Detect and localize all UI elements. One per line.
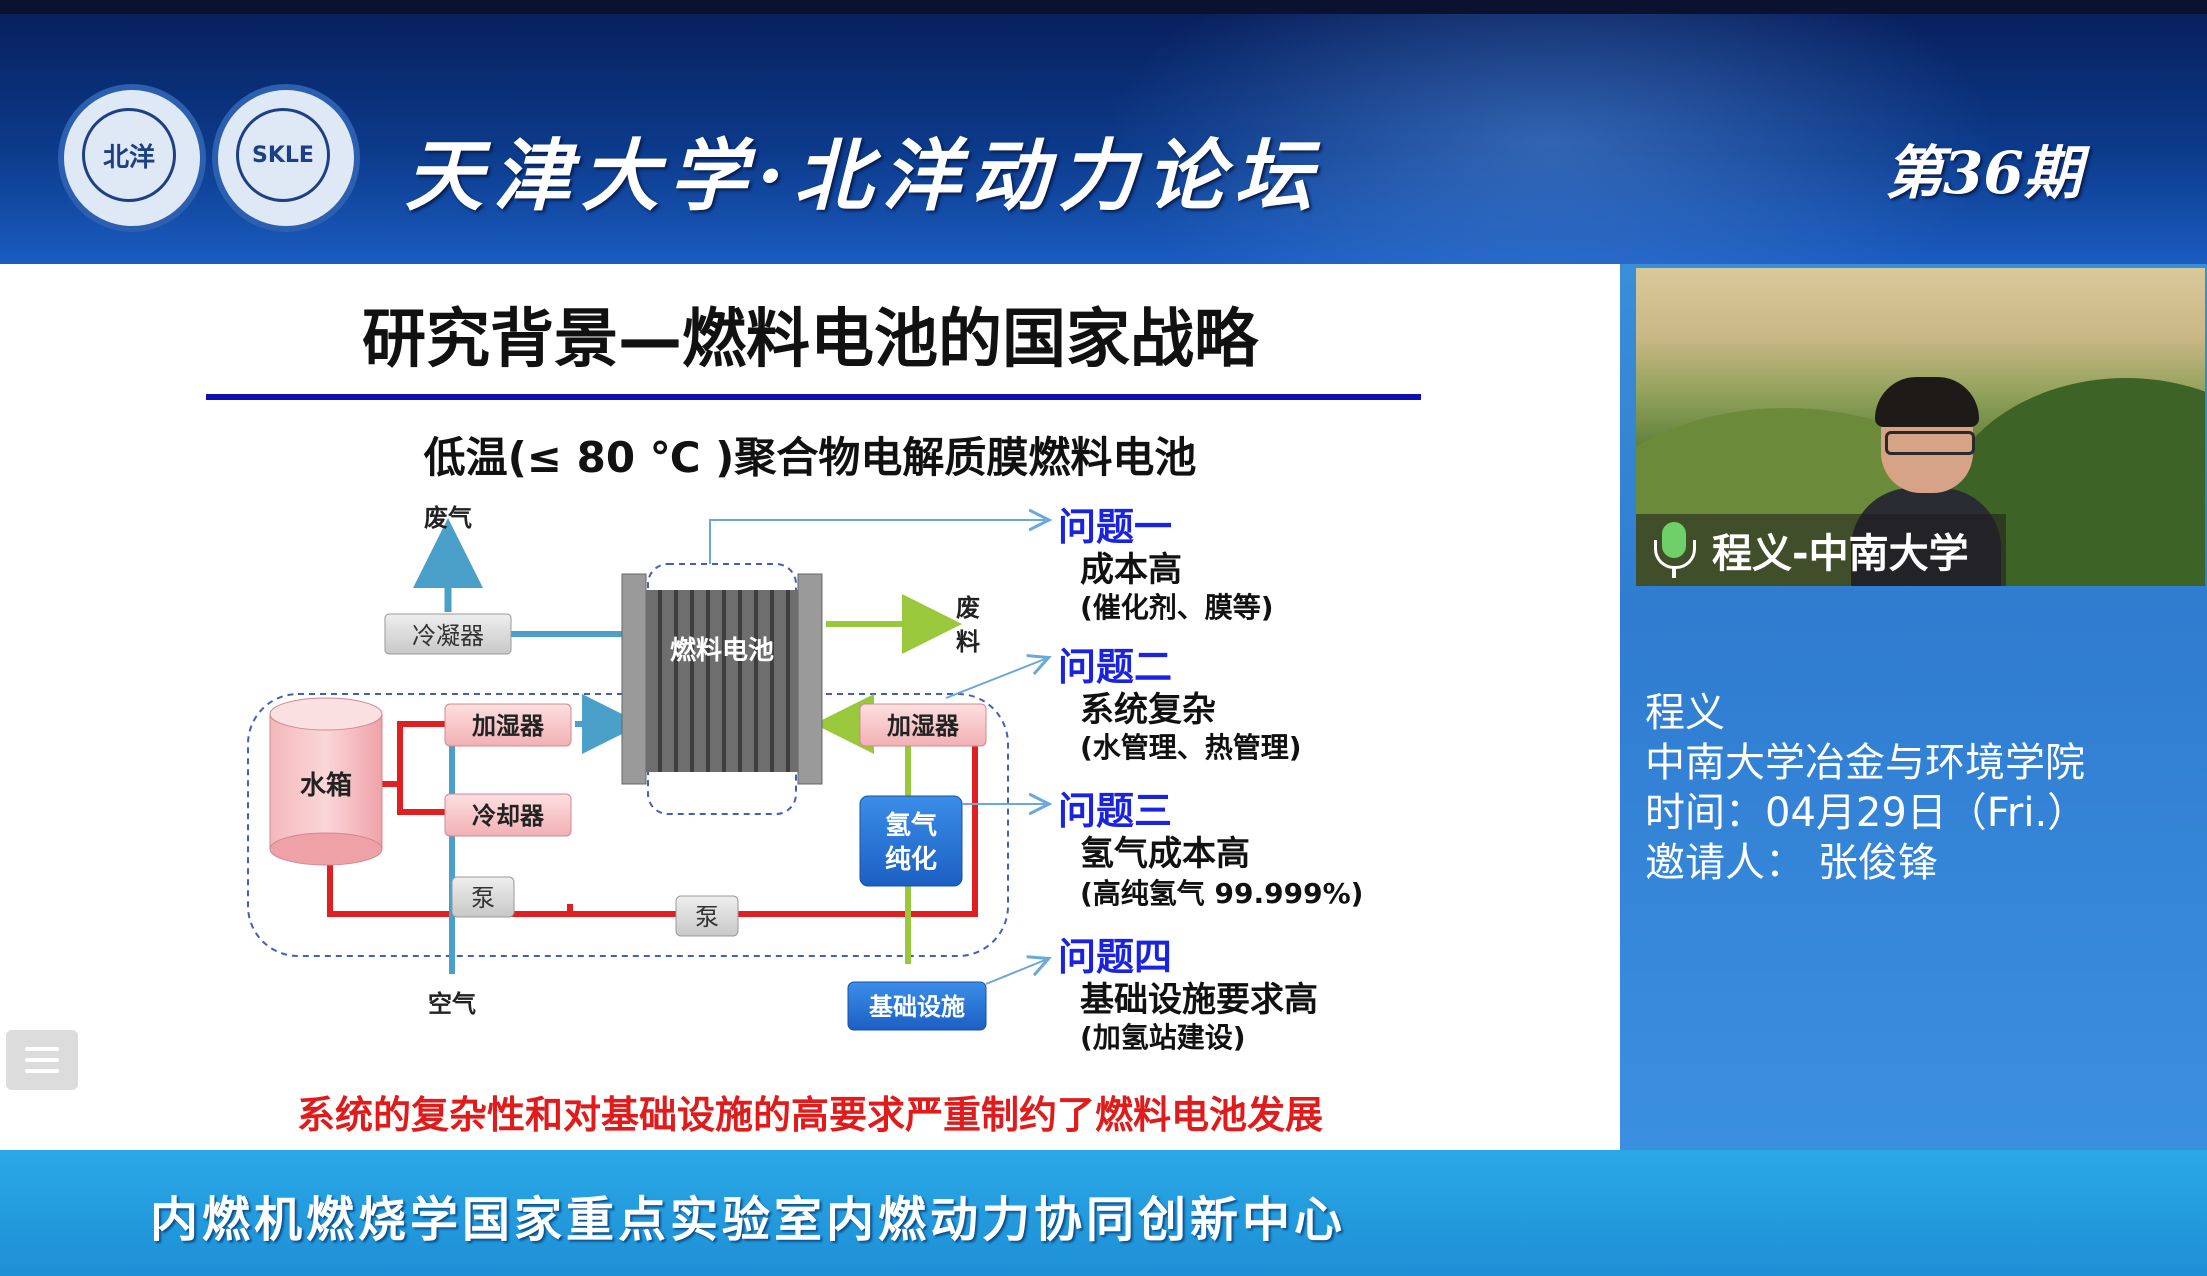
skle-logo: SKLE [212, 84, 360, 232]
issue-1-detail: (催化剂、膜等) [1080, 591, 1274, 624]
waste-label-1: 废 [956, 594, 980, 622]
issue-3-detail: (高纯氢气 99.999%) [1080, 877, 1364, 910]
fuel-cell-system-diagram: 废气 燃料电池 [247, 504, 1620, 1031]
issue-1-heading: 问题一 [1058, 505, 1173, 549]
condenser-box [384, 613, 512, 655]
end-plate-right [797, 573, 823, 785]
footer-banner: 内燃机燃烧学国家重点实验室内燃动力协同创新中心 [0, 1150, 2207, 1276]
speaker-name-label: 程义-中南大学 [1712, 531, 1969, 577]
tianjin-university-logo: 北洋 [58, 84, 206, 232]
issue-number: 第36期 [1885, 139, 2082, 207]
water-tank-top [269, 697, 383, 731]
issue-3-heading: 问题三 [1058, 789, 1173, 833]
humidifier-left-box [444, 703, 572, 747]
forum-header: 北洋 SKLE 天津大学·北洋动力论坛 第36期 [0, 14, 2207, 264]
top-strip [0, 0, 2207, 14]
issue-2-main: 系统复杂 [1080, 690, 1216, 730]
issue-4-detail: (加氢站建设) [1080, 1021, 1246, 1054]
issue-2-detail: (水管理、热管理) [1080, 731, 1302, 764]
header-glow [1100, 14, 2000, 264]
humidifier-right-label: 加湿器 [887, 712, 960, 740]
water-tank [269, 713, 383, 850]
issue-4-main: 基础设施要求高 [1080, 980, 1318, 1020]
slide-title: 研究背景—燃料电池的国家战略 [362, 303, 1258, 377]
issue-2-pointer [945, 659, 1045, 699]
menu-icon [25, 1069, 59, 1073]
speaker-affiliation: 中南大学冶金与环境学院 [1645, 740, 2085, 786]
microphone-icon [1654, 522, 1696, 578]
slide-subtitle: 低温(≤ 80 ℃ )聚合物电解质膜燃料电池 [423, 433, 1197, 482]
issue-3-main: 氢气成本高 [1080, 834, 1250, 874]
pump-1-box [451, 876, 515, 918]
water-tank-bottom [269, 832, 383, 866]
issue-4-heading: 问题四 [1058, 935, 1173, 979]
infrastructure-box [847, 981, 987, 1031]
air-label: 空气 [428, 990, 476, 1018]
cooler-box [444, 793, 572, 837]
infrastructure-label: 基础设施 [869, 993, 965, 1021]
humidifier-left-label: 加湿器 [472, 712, 545, 740]
forum-title: 天津大学·北洋动力论坛 [405, 131, 1323, 222]
talk-date: 时间：04月29日（Fri.） [1645, 790, 2088, 836]
issue-2-heading: 问题二 [1058, 645, 1173, 689]
slide-menu-button[interactable] [6, 1030, 78, 1090]
speaker-name: 程义 [1645, 690, 1725, 736]
hydrogen-purification-label-2: 纯化 [885, 844, 937, 875]
logo-text: SKLE [236, 108, 330, 202]
condenser-label: 冷凝器 [412, 622, 484, 650]
inviter: 邀请人： 张俊锋 [1645, 840, 1938, 886]
cooler-label: 冷却器 [472, 802, 545, 830]
pump-1-label: 泵 [471, 884, 495, 912]
pump-2-label: 泵 [695, 903, 719, 931]
speaker-glasses [1885, 431, 1975, 455]
issue-1-main: 成本高 [1080, 550, 1182, 590]
humidifier-right-box [859, 703, 987, 747]
hydrogen-purification-label-1: 氢气 [885, 810, 937, 841]
title-underline [206, 394, 1421, 400]
exhaust-label: 废气 [424, 504, 472, 532]
menu-icon [25, 1058, 59, 1062]
speaker-hair [1875, 377, 1979, 427]
logo-text: 北洋 [82, 108, 176, 202]
stack-plates [658, 590, 790, 772]
fuel-cell-label: 燃料电池 [670, 636, 774, 666]
hydrogen-purification-box [859, 795, 963, 887]
slide-conclusion: 系统的复杂性和对基础设施的高要求严重制约了燃料电池发展 [296, 1093, 1323, 1137]
footer-text: 内燃机燃烧学国家重点实验室内燃动力协同创新中心 [150, 1192, 1347, 1248]
end-plate-left [621, 573, 647, 785]
issue-4-pointer [985, 960, 1045, 985]
issue-1-pointer [709, 520, 1045, 564]
pump-2-box [675, 895, 739, 937]
waste-label-2: 料 [956, 628, 980, 656]
water-tank-label: 水箱 [300, 770, 352, 801]
presentation-slide: 研究背景—燃料电池的国家战略 低温(≤ 80 ℃ )聚合物电解质膜燃料电池 [0, 264, 1620, 1150]
menu-icon [25, 1047, 59, 1051]
speaker-info: 程义 中南大学冶金与环境学院 时间：04月29日（Fri.） 邀请人： 张俊锋 [1645, 688, 2087, 888]
speaker-name-bar: 程义-中南大学 [1636, 514, 2006, 586]
